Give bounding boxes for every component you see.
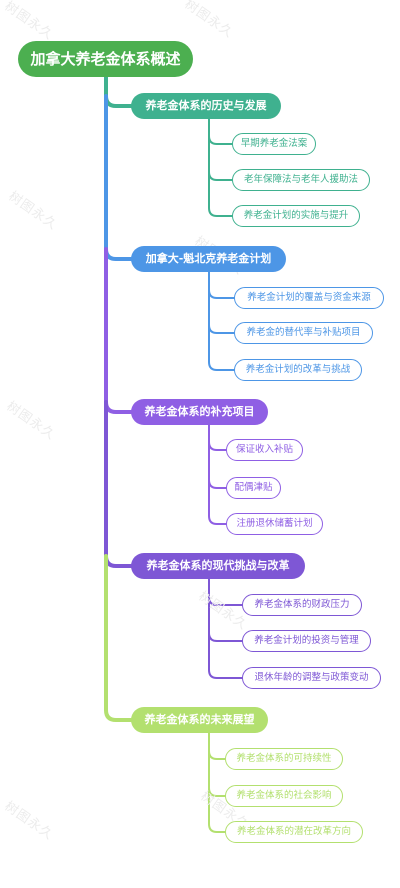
child-connector xyxy=(208,578,243,679)
branch-topic: 养老金体系的现代挑战与改革 xyxy=(131,553,305,579)
leaf-topic: 养老金的替代率与补贴项目 xyxy=(234,322,373,344)
child-connector xyxy=(208,271,235,371)
branch-topic: 养老金体系的补充项目 xyxy=(131,399,268,425)
leaf-topic: 养老金体系的潜在改革方向 xyxy=(225,821,363,843)
child-connector xyxy=(208,732,226,797)
child-connector xyxy=(208,424,227,489)
child-connector xyxy=(208,732,226,833)
branch-connector xyxy=(104,247,133,261)
leaf-topic: 养老金体系的社会影响 xyxy=(225,785,343,807)
child-connector xyxy=(208,118,233,217)
leaf-topic: 养老金计划的改革与挑战 xyxy=(234,359,362,381)
child-connector xyxy=(208,271,235,299)
leaf-topic: 养老金计划的投资与管理 xyxy=(242,630,371,652)
branch-connector xyxy=(104,94,133,108)
branch-connector xyxy=(104,400,133,414)
leaf-topic: 保证收入补贴 xyxy=(226,439,303,461)
leaf-topic: 退休年龄的调整与政策变动 xyxy=(242,667,381,689)
leaf-topic: 养老金体系的财政压力 xyxy=(242,594,362,616)
child-connector xyxy=(208,118,233,181)
branch-topic: 养老金体系的历史与发展 xyxy=(131,93,281,119)
leaf-topic: 养老金体系的可持续性 xyxy=(225,748,343,770)
leaf-topic: 养老金计划的实施与提升 xyxy=(232,205,360,227)
child-connector xyxy=(208,424,227,525)
leaf-topic: 配偶津贴 xyxy=(226,477,281,499)
leaf-topic: 老年保障法与老年人援助法 xyxy=(232,169,370,191)
leaf-topic: 注册退休储蓄计划 xyxy=(226,513,323,535)
branch-connector xyxy=(104,708,133,722)
child-connector xyxy=(208,424,227,451)
root-topic: 加拿大养老金体系概述 xyxy=(18,41,193,77)
child-connector xyxy=(208,732,226,760)
child-connector xyxy=(208,118,233,145)
branch-connector xyxy=(104,554,133,568)
child-connector xyxy=(208,271,235,334)
branch-topic: 加拿大-魁北克养老金计划 xyxy=(131,246,286,272)
branch-topic: 养老金体系的未来展望 xyxy=(131,707,268,733)
leaf-topic: 养老金计划的覆盖与资金来源 xyxy=(234,287,384,309)
leaf-topic: 早期养老金法案 xyxy=(232,133,316,155)
